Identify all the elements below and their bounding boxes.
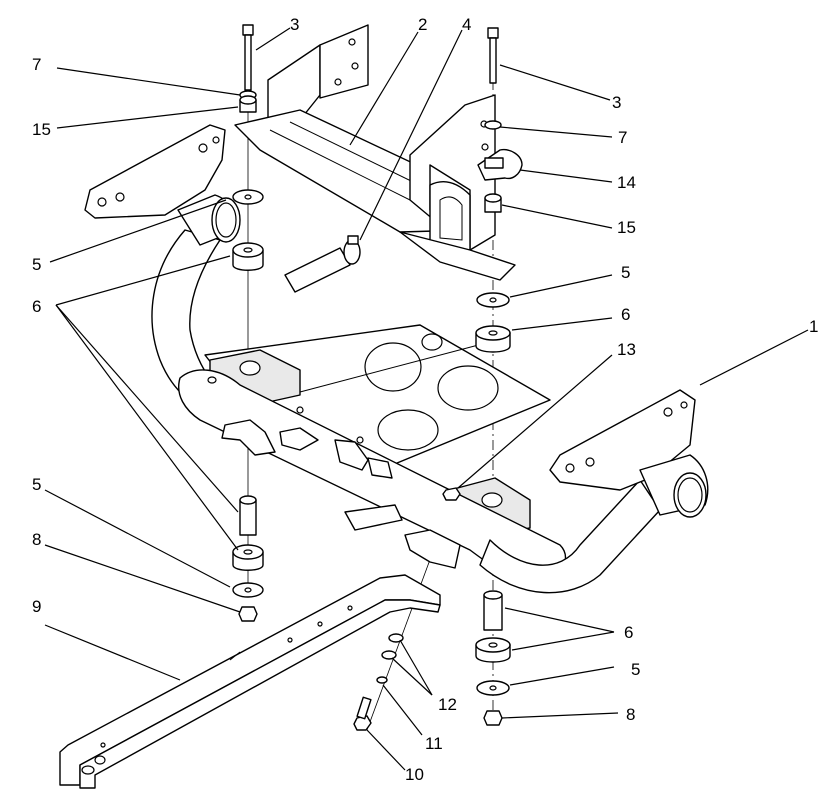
- callout-3-left: 3: [290, 15, 299, 34]
- upper-bracket: [234, 24, 516, 281]
- callout-2: 2: [418, 15, 427, 34]
- callout-9: 9: [32, 597, 41, 616]
- center-small-hardware: [353, 487, 461, 731]
- callout-5-upper-left: 5: [32, 255, 41, 274]
- callout-11: 11: [425, 734, 443, 753]
- callout-7-right: 7: [618, 128, 627, 147]
- main-frame: [151, 194, 709, 594]
- callout-1: 1: [809, 317, 818, 336]
- leader-lines: [44, 27, 809, 771]
- callout-12: 12: [438, 695, 457, 714]
- callout-3-right: 3: [612, 93, 621, 112]
- callout-5-lower-left: 5: [32, 475, 41, 494]
- callout-numbers: 1 2 3 3 4 5 5 5 5 6 6 6 7 7 8 8 9 10 11 …: [32, 15, 818, 784]
- callout-6-lower-right: 6: [624, 623, 633, 642]
- callout-8-right: 8: [626, 705, 635, 724]
- callout-7-left: 7: [32, 55, 41, 74]
- left-hardware-stack: [232, 24, 264, 622]
- callout-13: 13: [617, 340, 636, 359]
- lower-rail: [59, 574, 441, 789]
- right-hardware-stack: [475, 27, 523, 726]
- callout-5-lower-right: 5: [631, 660, 640, 679]
- callout-6-upper-right: 6: [621, 305, 630, 324]
- callout-14: 14: [617, 173, 636, 192]
- callout-8-left: 8: [32, 530, 41, 549]
- callout-15-left: 15: [32, 120, 51, 139]
- callout-5-upper-right: 5: [621, 263, 630, 282]
- hose-clamp: [284, 235, 361, 293]
- callout-10: 10: [405, 765, 424, 784]
- callout-15-right: 15: [617, 218, 636, 237]
- callout-4: 4: [462, 15, 471, 34]
- callout-6-left: 6: [32, 297, 41, 316]
- left-side-plate: [84, 124, 226, 219]
